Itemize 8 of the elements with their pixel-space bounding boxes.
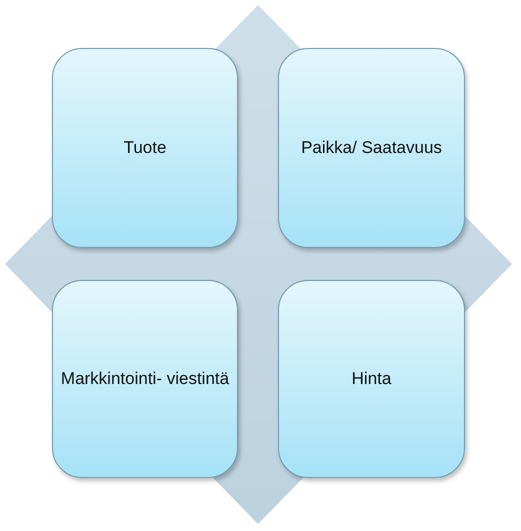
box-label: Tuote [122, 137, 168, 159]
rounded-box [52, 48, 238, 248]
rounded-box [278, 48, 465, 248]
rounded-box [52, 280, 238, 478]
box-label: Hinta [350, 368, 392, 390]
box-label: Markkintointi- viestintä [60, 368, 230, 390]
box-label: Paikka/ Saatavuus [300, 137, 443, 159]
rounded-box [278, 280, 465, 478]
